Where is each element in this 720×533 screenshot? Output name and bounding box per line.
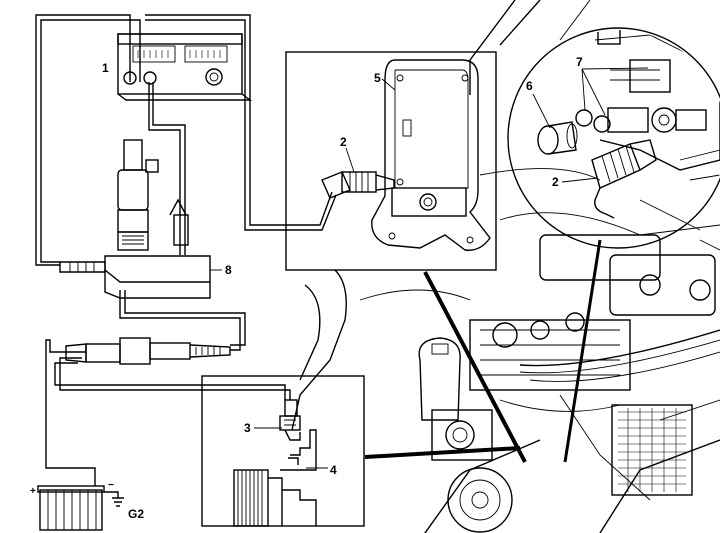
callout-3: 3: [244, 421, 251, 435]
test-plug-stack: [117, 139, 189, 251]
callout-7: 7: [576, 55, 583, 69]
callout-6: 6: [526, 79, 533, 93]
meter-jack-2-icon: [143, 71, 157, 85]
inset-connector-detail: 3 4: [201, 375, 365, 527]
multimeter: [117, 33, 253, 101]
inset-magnified-circle: 6 7 2: [507, 27, 720, 249]
meter-knob-icon: [205, 68, 223, 86]
meter-jack-1-icon: [123, 71, 137, 85]
test-probe: [65, 337, 231, 365]
adapter-box: [59, 255, 211, 299]
callout-5: 5: [374, 71, 381, 85]
engine-bay-illustration: [291, 0, 720, 533]
callout-2-inset: 2: [340, 135, 347, 149]
test-wiring: [35, 14, 337, 486]
callout-1: 1: [102, 61, 109, 75]
callout-4: 4: [330, 463, 337, 477]
battery-plus-label: +: [30, 486, 36, 497]
callout-2-circle: 2: [552, 175, 559, 189]
inset-sensor-housing: 2 5: [285, 51, 497, 271]
callout-8: 8: [225, 263, 232, 277]
battery-minus-label: −: [108, 480, 114, 491]
battery: + −: [30, 480, 124, 531]
leader-lines: [364, 239, 602, 463]
ground-label: G2: [128, 507, 144, 521]
